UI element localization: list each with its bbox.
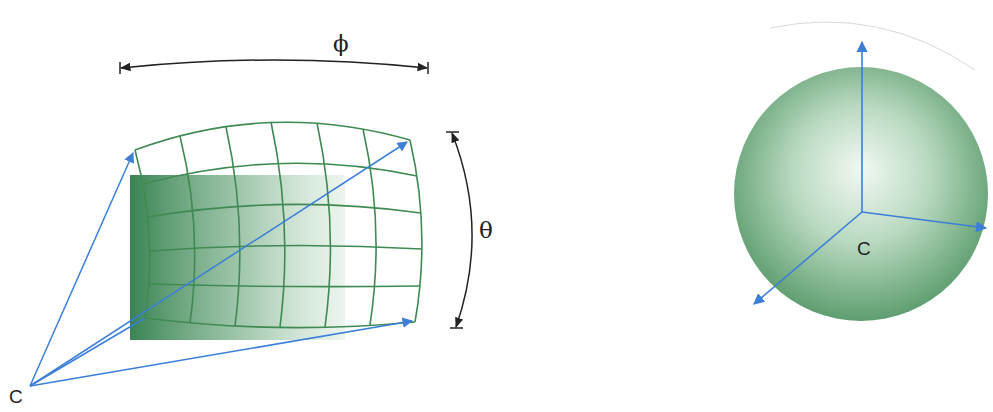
- grid-line: [180, 136, 195, 323]
- sphere-axes: [754, 42, 986, 304]
- dimension-tick: [450, 327, 463, 329]
- grid-line: [410, 140, 422, 322]
- faint-arc: [770, 22, 975, 70]
- ray-line: [30, 318, 145, 386]
- ray-arrow: [30, 142, 407, 386]
- ray-arrow: [30, 153, 133, 386]
- grid-line: [363, 129, 376, 325]
- dimension-tick: [427, 62, 429, 74]
- center-label: C: [857, 238, 871, 260]
- theta-bracket: [446, 132, 472, 328]
- ray-arrow: [30, 321, 412, 386]
- grid-line: [135, 122, 410, 150]
- view-rays: [30, 142, 412, 386]
- grid-line: [226, 127, 240, 326]
- dimension-tick: [446, 131, 459, 133]
- grid-line: [271, 122, 285, 327]
- axis-arrow: [754, 212, 862, 304]
- grid-line: [143, 163, 417, 184]
- grid-line: [150, 245, 422, 251]
- dimension-arc: [452, 133, 472, 327]
- sphere: [734, 67, 988, 321]
- grid-line: [135, 150, 150, 318]
- angle-symbol: θ: [479, 217, 493, 243]
- grid-line: [149, 284, 420, 287]
- grid-line: [148, 204, 421, 217]
- grid-line: [317, 123, 330, 327]
- axis-arrow: [862, 212, 986, 228]
- dimension-tick: [119, 62, 121, 74]
- phi-bracket: [120, 60, 428, 74]
- grid-line: [145, 318, 415, 328]
- axis-arrow: [861, 42, 863, 212]
- center-label: C: [9, 386, 23, 408]
- angle-symbol: ϕ: [333, 30, 349, 56]
- dimension-arc: [121, 60, 427, 68]
